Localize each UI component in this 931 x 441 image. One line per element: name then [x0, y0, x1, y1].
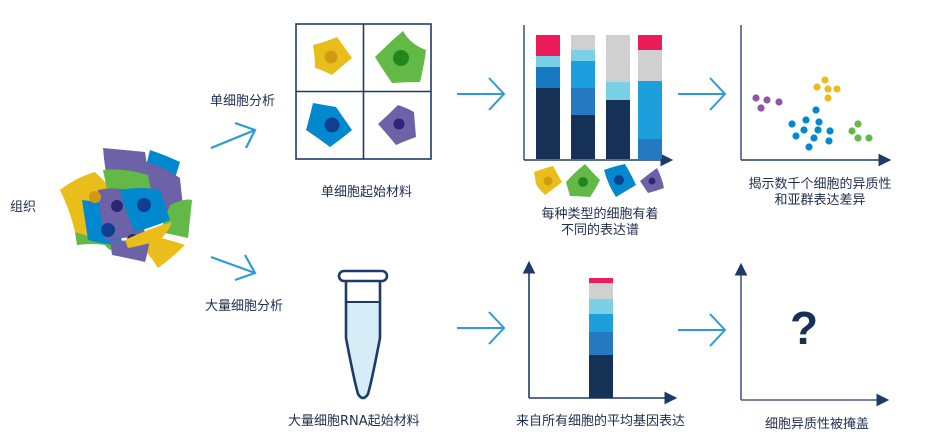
single-cell-material-caption: 单细胞起始材料 [321, 185, 413, 200]
arrow-to-bulk-icon [210, 254, 257, 282]
single-cell-grid [295, 23, 432, 160]
green-cell-icon [375, 31, 426, 83]
blue-cell-icon [604, 164, 636, 197]
arrow-icon [457, 311, 506, 345]
heterogeneity-scatter-plot [740, 25, 892, 167]
arrow-icon [457, 77, 506, 111]
cell-types-caption-line1: 每种类型的细胞有着 [541, 207, 659, 222]
question-mark-icon: ? [790, 302, 819, 354]
average-expression-chart [522, 260, 678, 405]
purple-cell-icon [378, 105, 416, 145]
tissue-cluster-icon [60, 148, 192, 268]
arrow-icon [678, 313, 727, 347]
single-cell-analysis-label: 单细胞分析 [210, 94, 276, 109]
tissue-label: 组织 [10, 200, 37, 215]
yellow-cell-icon [534, 166, 562, 195]
yellow-cell-icon [313, 37, 352, 75]
average-expression-caption: 来自所有细胞的平均基因表达 [516, 414, 686, 429]
bulk-material-caption: 大量细胞RNA起始材料 [288, 414, 420, 429]
arrow-icon [678, 77, 727, 111]
masked-heterogeneity-plot [734, 262, 890, 407]
purple-cell-icon [640, 168, 664, 193]
green-cell-icon [566, 164, 600, 197]
heterogeneity-caption-line2: 和亚群表达差异 [774, 193, 866, 208]
blue-cell-icon [306, 103, 352, 147]
cell-types-caption-line2: 不同的表达谱 [560, 223, 639, 238]
heterogeneity-caption-line1: 揭示数千个细胞的异质性 [748, 177, 892, 192]
cell-type-legend [534, 164, 664, 197]
rna-tube-icon [337, 269, 389, 400]
arrow-to-single-cell-icon [210, 121, 257, 150]
cell-type-expression-chart [523, 25, 674, 167]
masked-heterogeneity-caption: 细胞异质性被掩盖 [765, 417, 870, 432]
bulk-analysis-label: 大量细胞分析 [205, 299, 284, 314]
